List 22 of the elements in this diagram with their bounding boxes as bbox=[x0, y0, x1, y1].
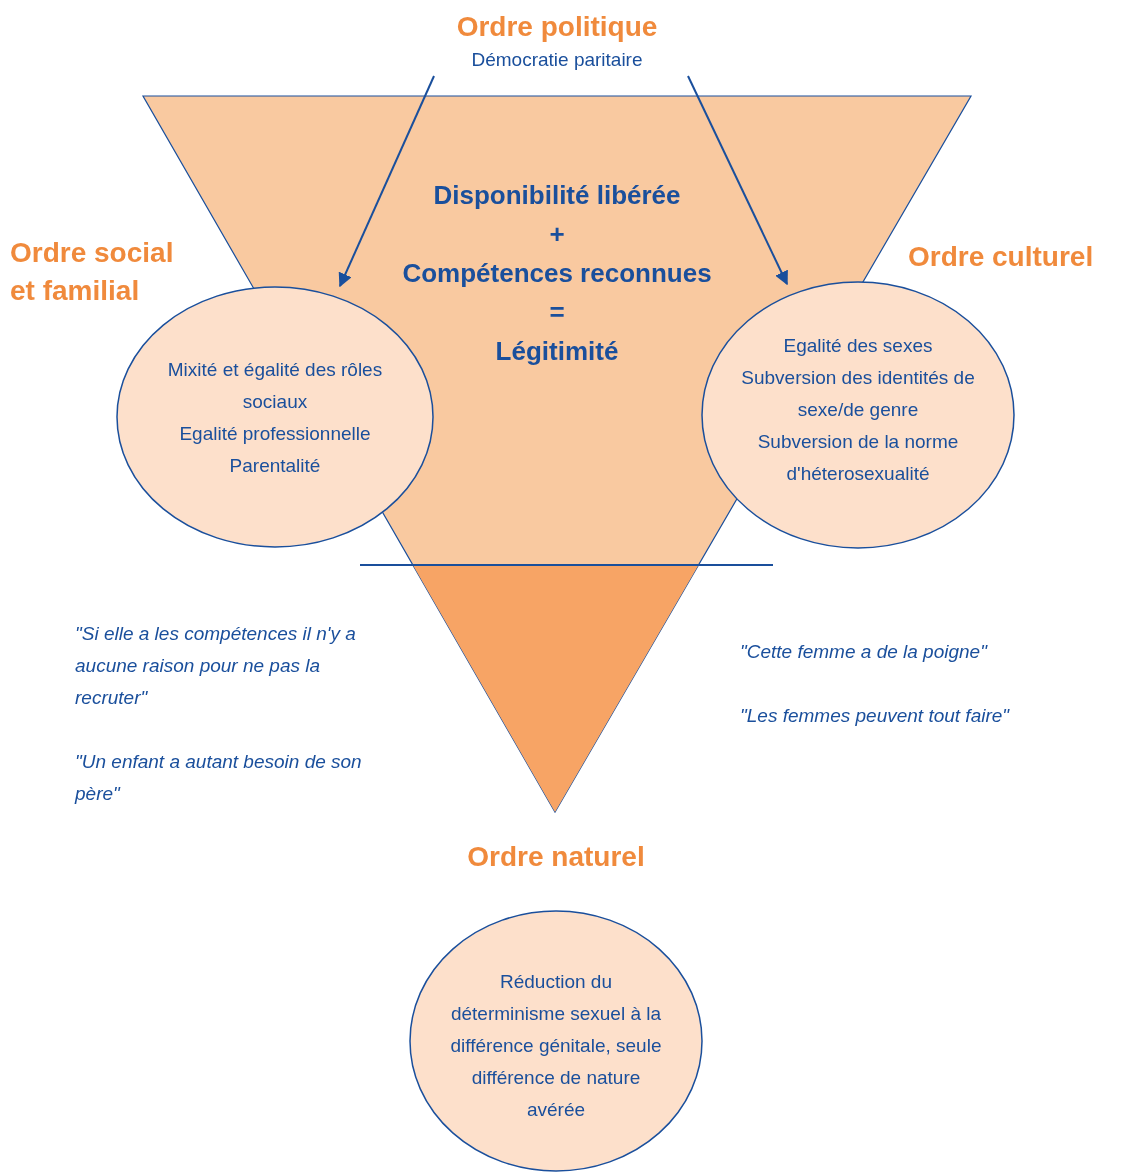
formula-text: = bbox=[548, 296, 566, 329]
quote-text: "Si elle a les compétences il n'y a aucune raison pour ne pas la recruter" bbox=[75, 622, 357, 710]
heading: Ordre naturel bbox=[466, 840, 646, 874]
ellipse-text: Egalité professionnelle bbox=[178, 422, 372, 446]
formula-text: + bbox=[548, 218, 566, 251]
quote-text: "Cette femme a de la poigne" bbox=[740, 640, 989, 664]
ellipse-text: Egalité des sexes bbox=[782, 334, 934, 358]
formula-text: Disponibilité libérée bbox=[432, 179, 682, 212]
ellipse-text: Parentalité bbox=[228, 454, 322, 478]
subtitle: Démocratie paritaire bbox=[470, 48, 644, 72]
quote-text: "Un enfant a autant besoin de son père" bbox=[75, 750, 363, 806]
ellipse-text: Réduction du déterminisme sexuel à la différence génitale, seule différence de nature avérée bbox=[449, 970, 663, 1122]
arrow bbox=[687, 75, 788, 286]
ellipse-text: Subversion de la norme d'héterosexualité bbox=[756, 430, 960, 486]
heading: Ordre culturel bbox=[908, 240, 1095, 274]
arrow bbox=[338, 75, 435, 288]
heading: Ordre politique bbox=[455, 10, 659, 44]
heading: Ordre social et familial bbox=[10, 236, 175, 308]
formula-text: Compétences reconnues bbox=[401, 257, 713, 290]
ellipse-text: Mixité et égalité des rôles sociaux bbox=[166, 358, 384, 414]
ellipse-text: Subversion des identités de sexe/de genre bbox=[740, 366, 976, 422]
quote-text: "Les femmes peuvent tout faire" bbox=[740, 704, 1011, 728]
